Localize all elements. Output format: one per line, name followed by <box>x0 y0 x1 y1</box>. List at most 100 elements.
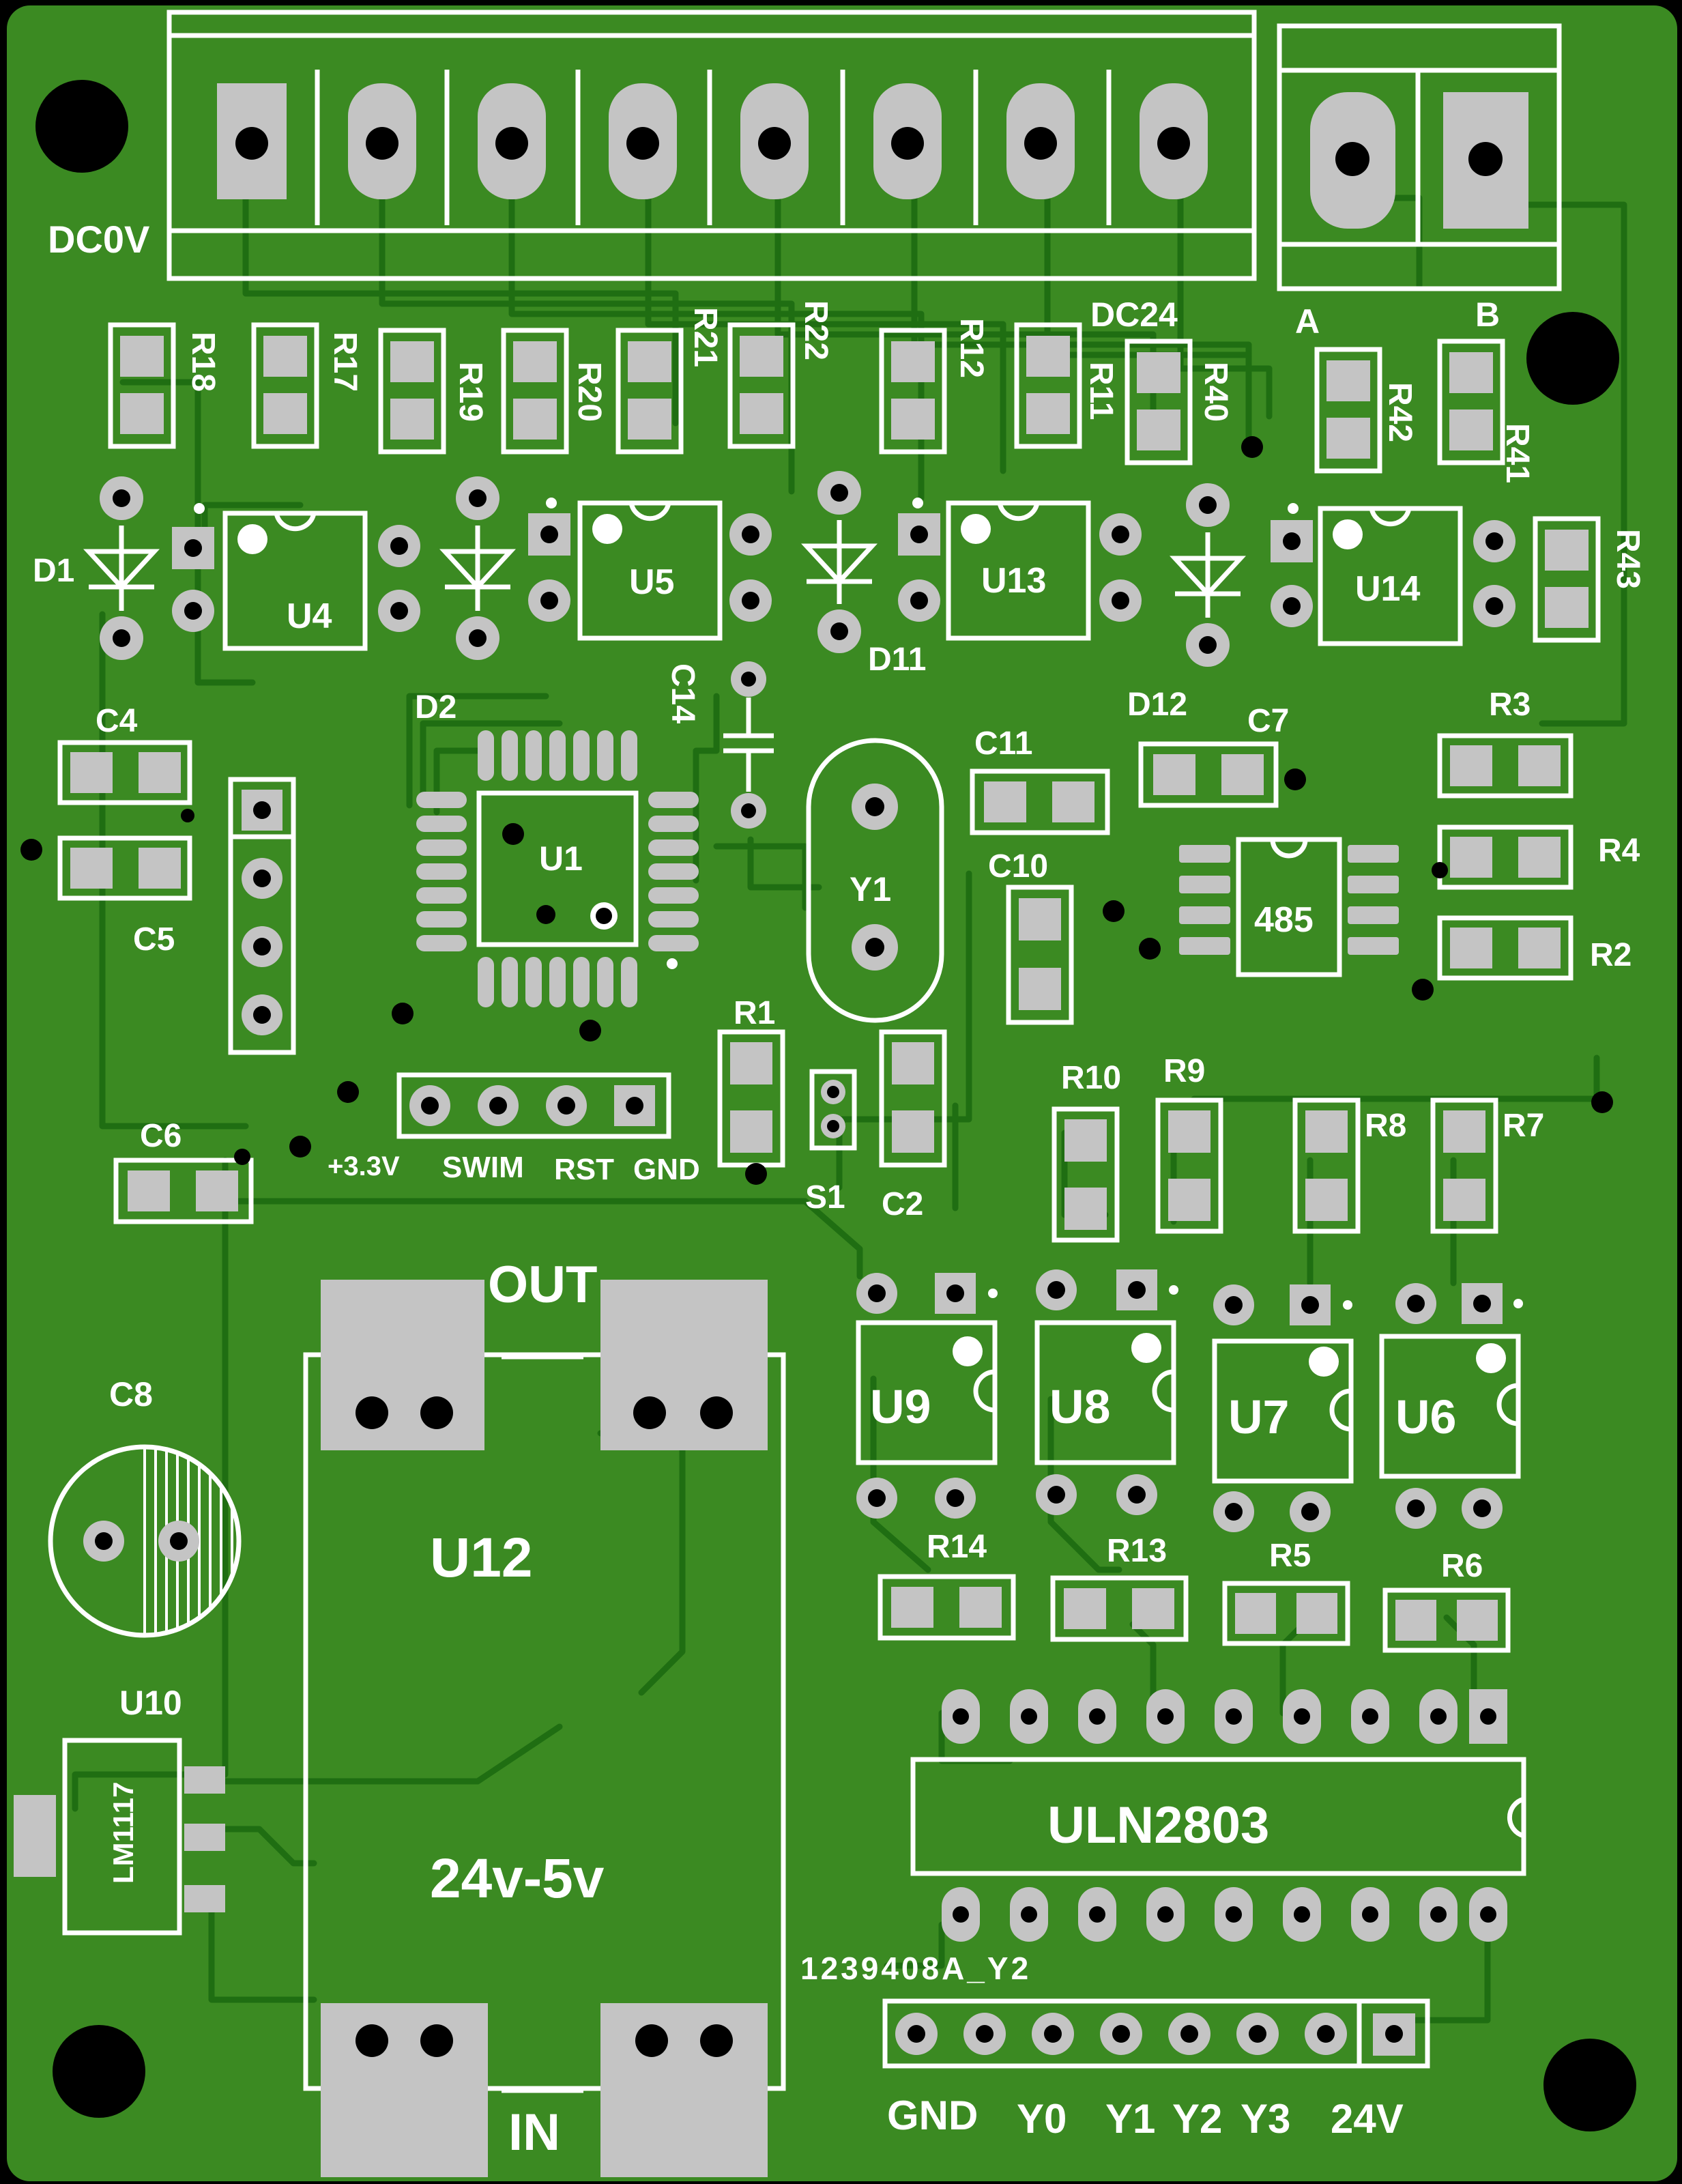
label-r2: R2 <box>1590 937 1632 973</box>
terminal-drill <box>366 127 398 160</box>
diode-d12 <box>1170 483 1246 667</box>
diode-d2 <box>439 476 516 660</box>
label-r7: R7 <box>1503 1108 1544 1144</box>
terminal-drill <box>1024 127 1057 160</box>
label-r20: R20 <box>571 362 607 422</box>
label-r17: R17 <box>327 332 363 392</box>
optocoupler-u13 <box>898 498 1142 641</box>
label-u5: U5 <box>629 562 674 602</box>
vias <box>20 436 1613 1185</box>
label-u7: U7 <box>1228 1390 1289 1443</box>
resistor-r7 <box>1430 1097 1498 1234</box>
terminal-drill <box>626 127 659 160</box>
label-r12: R12 <box>953 318 989 378</box>
label-r42: R42 <box>1382 382 1418 442</box>
label-out-24v: 24V <box>1331 2096 1404 2142</box>
label-lm1117: LM1117 <box>107 1782 139 1884</box>
label-prog-swim: SWIM <box>442 1151 524 1184</box>
label-prog-rst: RST <box>554 1153 614 1186</box>
label-u8: U8 <box>1049 1380 1110 1433</box>
terminal-block-main[interactable] <box>166 10 1257 281</box>
capacitor-c11 <box>970 768 1110 835</box>
label-s1: S1 <box>805 1179 845 1216</box>
mounting-hole-br <box>1543 2039 1636 2131</box>
label-u10: U10 <box>119 1684 182 1722</box>
resistor-r3 <box>1437 733 1574 799</box>
resistor-r4 <box>1437 824 1574 890</box>
label-c2: C2 <box>882 1186 923 1222</box>
label-c4: C4 <box>96 703 138 739</box>
label-in: IN <box>508 2103 560 2161</box>
label-out-y2: Y2 <box>1172 2096 1222 2142</box>
diode-d1 <box>83 476 160 660</box>
label-dc24: DC24 <box>1090 296 1178 334</box>
label-c10: C10 <box>988 848 1048 885</box>
capacitor-c10 <box>1006 885 1074 1025</box>
label-r6: R6 <box>1441 1548 1483 1584</box>
resistor-r1 <box>717 1029 785 1168</box>
label-u6: U6 <box>1395 1390 1456 1443</box>
label-r21: R21 <box>687 307 723 367</box>
label-prog-3v3: +3.3V <box>328 1151 400 1181</box>
label-r5: R5 <box>1269 1538 1311 1574</box>
label-d2: D2 <box>415 689 456 725</box>
resistor-row-top <box>108 322 1601 643</box>
capacitor-c6 <box>113 1158 254 1224</box>
label-r11: R11 <box>1083 362 1119 420</box>
terminal-drill <box>891 127 924 160</box>
resistor-r5 <box>1222 1581 1350 1646</box>
capacitor-c8 <box>48 1444 242 1638</box>
programming-header[interactable] <box>396 1072 671 1139</box>
mounting-hole-bl <box>53 2025 145 2118</box>
resistor-r9 <box>1155 1097 1223 1234</box>
switch-s1[interactable] <box>809 1069 857 1151</box>
label-out-y1: Y1 <box>1105 2096 1155 2142</box>
label-d11: D11 <box>868 642 926 678</box>
label-r19: R19 <box>452 362 489 422</box>
capacitor-c4 <box>57 740 192 805</box>
label-d12: D12 <box>1127 687 1187 723</box>
optocoupler-u4 <box>172 503 420 651</box>
label-r14: R14 <box>927 1529 987 1565</box>
label-d1: D1 <box>33 553 74 589</box>
label-r1: R1 <box>734 995 775 1031</box>
label-r3: R3 <box>1489 687 1531 723</box>
label-y1: Y1 <box>850 870 891 908</box>
output-header[interactable] <box>882 1998 1430 2069</box>
optocoupler-u6 <box>1379 1283 1523 1529</box>
label-c8: C8 <box>109 1375 153 1413</box>
label-out-y0: Y0 <box>1017 2096 1067 2142</box>
regulator-u10 <box>14 1738 225 1936</box>
terminal-pins <box>217 83 1208 199</box>
header-4pin-vertical[interactable] <box>228 777 296 1055</box>
label-r41: R41 <box>1499 423 1535 483</box>
label-uln2803: ULN2803 <box>1047 1796 1269 1854</box>
label-u13: U13 <box>981 561 1046 601</box>
terminal-drill <box>495 127 528 160</box>
resistor-r2 <box>1437 915 1574 981</box>
label-u1: U1 <box>539 839 583 878</box>
label-r40: R40 <box>1198 362 1234 422</box>
optocoupler-u7 <box>1212 1284 1354 1532</box>
label-c14: C14 <box>665 663 701 723</box>
label-u14: U14 <box>1355 569 1420 609</box>
capacitor-c7 <box>1138 741 1279 808</box>
optocoupler-u9 <box>856 1273 998 1519</box>
label-u9: U9 <box>870 1380 931 1433</box>
label-r43: R43 <box>1610 529 1646 589</box>
label-r18: R18 <box>185 332 221 392</box>
crystal-y1 <box>806 738 944 1023</box>
resistor-r6 <box>1382 1587 1511 1653</box>
label-out: OUT <box>488 1256 597 1314</box>
label-485: 485 <box>1254 900 1314 940</box>
terminal-block-ab[interactable] <box>1277 23 1562 291</box>
label-b: B <box>1475 296 1500 334</box>
resistor-r8 <box>1292 1097 1361 1234</box>
label-u4: U4 <box>287 597 332 636</box>
mcu-u1 <box>416 730 699 1007</box>
label-u12: U12 <box>430 1527 532 1589</box>
optocoupler-u5 <box>528 498 772 641</box>
capacitor-c14 <box>723 661 774 829</box>
terminal-drill <box>758 127 791 160</box>
